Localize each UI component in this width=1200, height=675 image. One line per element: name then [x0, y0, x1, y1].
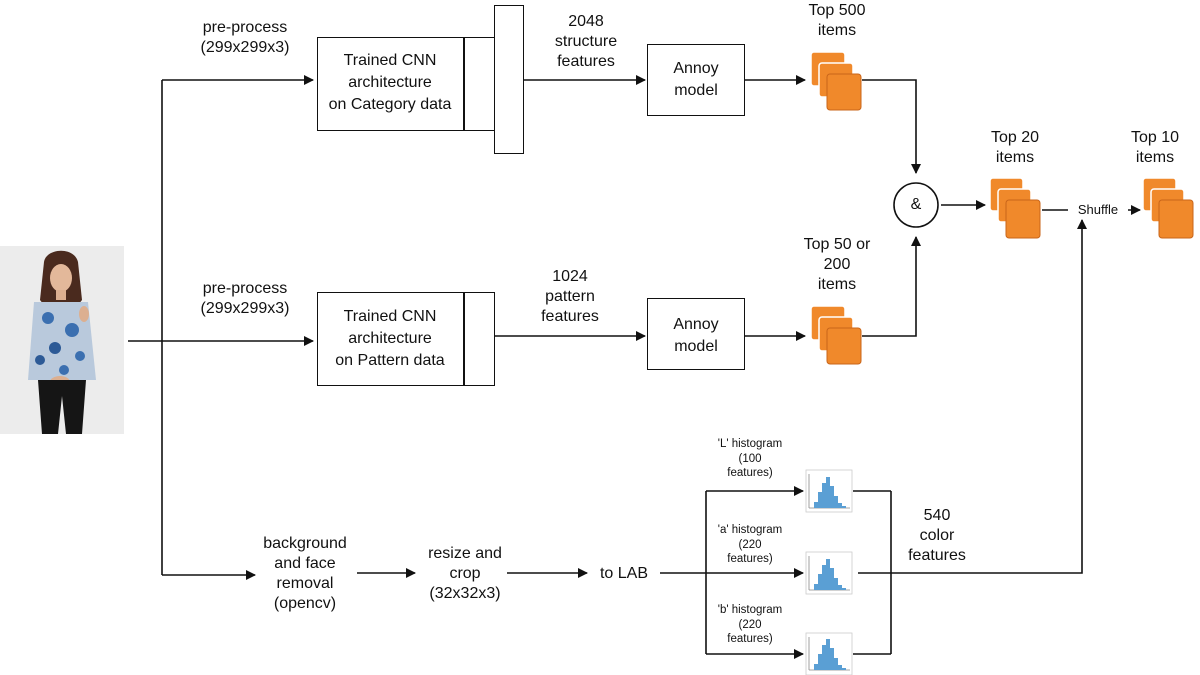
- shuffle-label: Shuffle: [1068, 202, 1128, 218]
- b-histogram-icon: [805, 632, 853, 675]
- cnn-category-box: [317, 37, 495, 131]
- annoy-model-top-label: Annoy model: [673, 60, 719, 99]
- preprocess-top-label: pre-process (299x299x3): [200, 19, 290, 56]
- annoy-model-mid-box: [647, 298, 745, 370]
- a-histogram-label: 'a' histogram (220 features): [717, 524, 783, 565]
- arrow-top50-to-and: [862, 236, 921, 337]
- top10-label: Top 10 items: [1130, 129, 1180, 166]
- top500-label: Top 500 items: [808, 2, 866, 39]
- cnn-pattern-label: Trained CNN architecture on Pattern data: [335, 308, 445, 369]
- l-histogram-label: 'L' histogram (100 features): [717, 438, 783, 479]
- pattern-features-label: 1024 pattern features: [541, 268, 599, 325]
- top500-stacked-items-icon: [810, 51, 862, 111]
- l-histogram-icon: [805, 469, 853, 513]
- top50-label: Top 50 or 200 items: [803, 236, 871, 293]
- resize-label: resize and crop (32x32x3): [428, 545, 502, 602]
- cnn-pattern-box: [317, 292, 495, 386]
- b-histogram-label: 'b' histogram (220 features): [717, 604, 783, 645]
- top50-stacked-items-icon: [810, 305, 862, 365]
- and-operator-circle: [893, 182, 939, 228]
- a-histogram-icon: [805, 551, 853, 595]
- structure-features-label: 2048 structure features: [554, 13, 618, 70]
- input-photo-icon: [0, 246, 124, 434]
- bg-removal-label: background and face removal (opencv): [263, 535, 347, 612]
- top10-stacked-items-icon: [1142, 177, 1194, 239]
- arrow-color-features-to-shuffle: [858, 219, 1087, 574]
- to-lab-label: to LAB: [599, 565, 649, 582]
- structure-feature-vector: [494, 5, 524, 154]
- preprocess-mid-label: pre-process (299x299x3): [200, 280, 290, 317]
- and-operator-label: &: [910, 196, 922, 213]
- cnn-category-label: Trained CNN architecture on Category dat…: [328, 52, 452, 113]
- arrow-top500-to-and: [862, 79, 921, 174]
- annoy-model-top-box: [647, 44, 745, 116]
- color-features-label: 540 color features: [908, 507, 966, 564]
- top20-stacked-items-icon: [989, 177, 1041, 239]
- top20-label: Top 20 items: [990, 129, 1040, 166]
- annoy-model-mid-label: Annoy model: [673, 316, 719, 355]
